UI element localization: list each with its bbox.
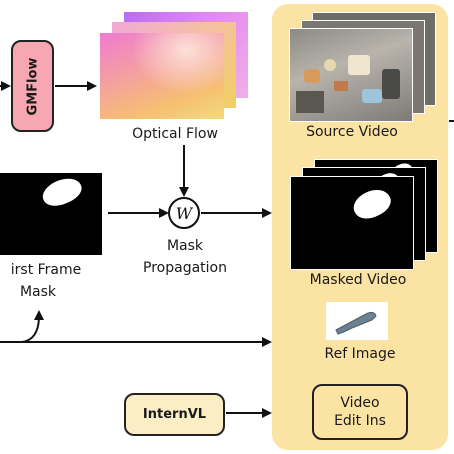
- arrow-curve-to-mask: [21, 310, 44, 343]
- source-video-label: Source Video: [306, 124, 398, 140]
- gmflow-box: GMFlow: [11, 40, 54, 132]
- optical-flow-frame-front: [100, 33, 224, 119]
- video-edit-ins-line2: Edit Ins: [334, 413, 386, 429]
- first-frame-mask-image: [0, 172, 102, 255]
- video-edit-ins-box: Video Edit Ins: [312, 384, 408, 440]
- source-video-frame-front: [289, 28, 413, 122]
- masked-video-blob-front: [349, 183, 395, 225]
- first-frame-mask-label-line2: Mask: [19, 284, 57, 300]
- internvl-box: InternVL: [124, 393, 225, 436]
- first-frame-mask-blob: [38, 172, 86, 212]
- ref-image-object: [335, 311, 377, 335]
- mask-propagation-label-line1: Mask: [166, 238, 204, 254]
- warp-circle: [168, 197, 200, 229]
- ref-image-label: Ref Image: [324, 346, 396, 362]
- first-frame-mask-label-line1: irst Frame: [10, 262, 82, 278]
- mask-propagation-label-line2: Propagation: [143, 260, 227, 276]
- gmflow-label: GMFlow: [25, 57, 41, 115]
- internvl-label: InternVL: [142, 407, 207, 422]
- masked-video-frame-front: [290, 176, 414, 270]
- warp-symbol: W: [176, 204, 194, 223]
- optical-flow-label: Optical Flow: [132, 126, 218, 142]
- video-edit-ins-line1: Video: [340, 395, 380, 411]
- masked-video-label: Masked Video: [309, 272, 407, 288]
- ref-image: [326, 302, 388, 340]
